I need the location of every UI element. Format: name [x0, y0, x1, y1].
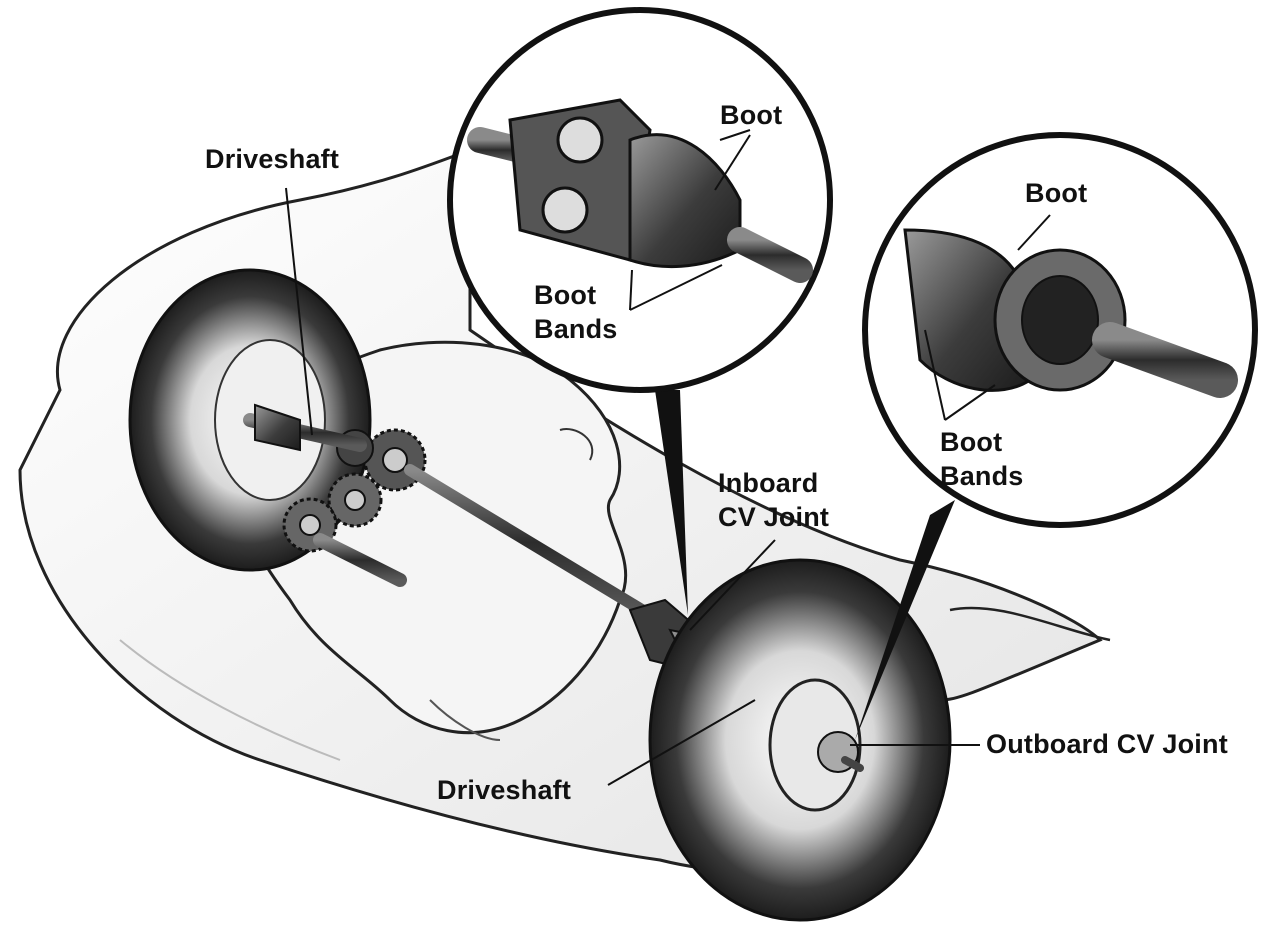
label-boot-outboard: Boot	[1025, 178, 1088, 208]
label-outboard-cv-joint: Outboard CV Joint	[986, 729, 1228, 759]
label-boot-bands-outboard-line2: Bands	[940, 461, 1024, 491]
label-inboard-cv-joint-line2: CV Joint	[718, 502, 830, 532]
label-boot-bands-inboard-line2: Bands	[534, 314, 618, 344]
label-inboard-cv-joint: Inboard CV Joint	[718, 466, 829, 534]
label-boot-bands-inboard: Boot Bands	[534, 278, 618, 346]
leader-lines	[285, 134, 1051, 786]
inboard-detail-magnifier	[447, 7, 833, 615]
label-boot-bands-outboard-line1: Boot	[940, 427, 1003, 457]
label-boot-inboard: Boot	[720, 100, 783, 130]
outboard-detail-magnifier	[855, 132, 1258, 740]
label-boot-bands-inboard-line1: Boot	[534, 280, 597, 310]
right-wheel	[648, 558, 952, 922]
label-inboard-cv-joint-line1: Inboard	[718, 468, 819, 498]
left-driveshaft	[243, 403, 367, 452]
label-driveshaft-lower: Driveshaft	[437, 775, 572, 805]
label-boot-bands-outboard: Boot Bands	[940, 425, 1024, 493]
label-driveshaft-upper: Driveshaft	[205, 144, 340, 174]
